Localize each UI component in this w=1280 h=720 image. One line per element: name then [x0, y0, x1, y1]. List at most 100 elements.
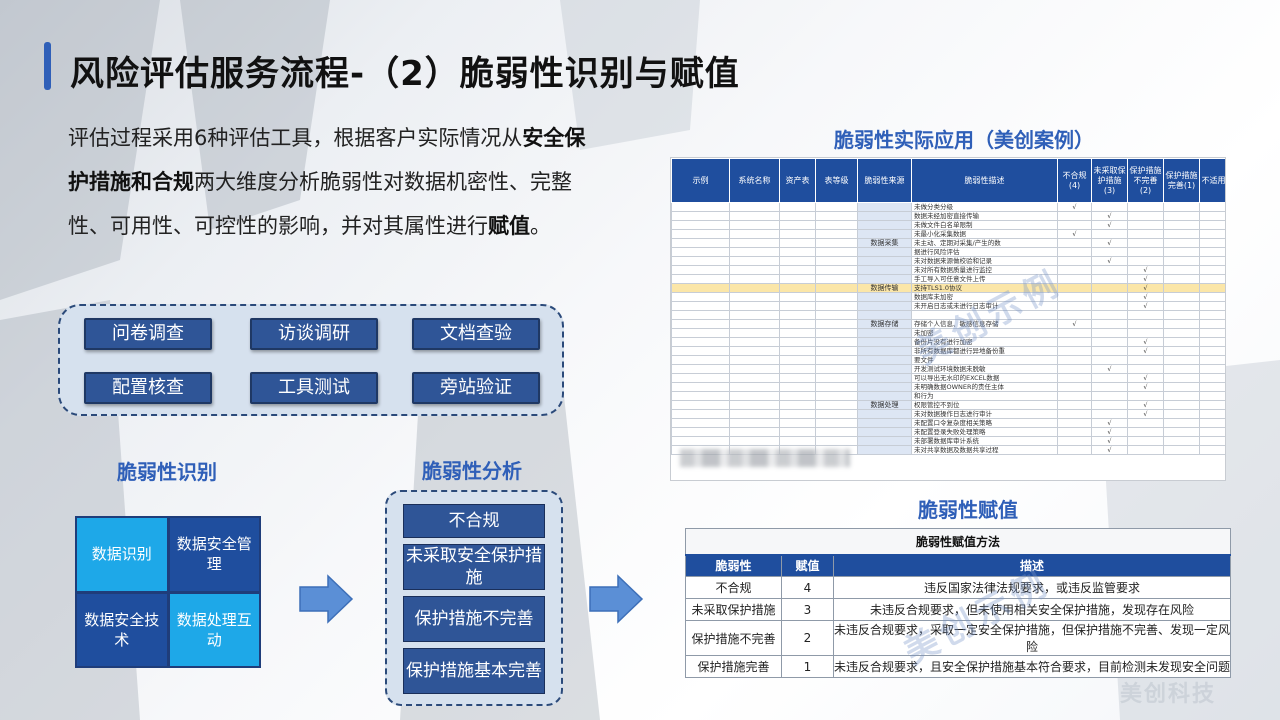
case-desc-cell: 未最小化采集数据 — [911, 229, 1058, 239]
table-row: 未对所有数据质量进行监控√ — [671, 265, 1225, 275]
case-source-cell: 数据处理 — [857, 399, 912, 410]
case-check-cell — [1163, 327, 1200, 338]
table-row: 未开启日志或未进行日志审计√ — [671, 301, 1225, 311]
case-blank-cell — [671, 399, 730, 410]
case-blank-cell — [671, 265, 730, 275]
case-check-cell — [1091, 408, 1128, 419]
case-blank-cell — [815, 274, 858, 284]
case-blank-cell — [671, 435, 730, 446]
case-blank-cell — [729, 265, 780, 275]
case-check-cell — [1163, 444, 1200, 455]
case-desc-cell: 未配置登录失败处理策略 — [911, 426, 1058, 437]
case-table-header: 脆弱性来源 — [857, 158, 912, 203]
case-check-cell: √ — [1057, 202, 1092, 212]
case-blank-cell — [815, 363, 858, 374]
case-blank-cell — [729, 220, 780, 230]
case-check-cell — [1057, 327, 1092, 338]
case-blank-cell — [729, 327, 780, 338]
case-check-cell — [1163, 318, 1200, 329]
case-check-cell — [1199, 238, 1225, 248]
case-check-cell — [1057, 444, 1092, 455]
case-desc-cell: 未主动、定期对采集/产生的数 — [911, 238, 1058, 248]
case-check-cell: √ — [1127, 381, 1164, 392]
case-blank-cell — [729, 247, 780, 257]
case-check-cell — [1127, 354, 1164, 365]
case-check-cell — [1163, 301, 1200, 311]
case-check-cell — [1163, 372, 1200, 383]
case-blank-cell — [815, 372, 858, 383]
case-check-cell: √ — [1091, 444, 1128, 455]
intro-text-3: 。 — [530, 214, 551, 238]
case-check-cell: √ — [1057, 229, 1092, 239]
case-check-cell: √ — [1127, 345, 1164, 356]
case-check-cell — [1091, 202, 1128, 212]
valuation-cell: 未违反合规要求，但未使用相关安全保护措施，发现存在风险 — [833, 598, 1231, 621]
table-row: 数据采集未主动、定期对采集/产生的数√ — [671, 238, 1225, 248]
case-blank-cell — [815, 336, 858, 347]
case-source-cell — [857, 390, 912, 401]
case-check-cell: √ — [1091, 426, 1128, 437]
case-blank-cell — [815, 381, 858, 392]
case-check-cell — [1091, 381, 1128, 392]
case-blank-cell — [779, 310, 816, 320]
case-blank-cell — [671, 426, 730, 437]
intro-text-1: 评估过程采用6种评估工具，根据客户实际情况从 — [68, 126, 523, 150]
valuation-cell: 保护措施完善 — [685, 655, 782, 678]
case-blank-cell — [729, 202, 780, 212]
case-blank-cell — [779, 318, 816, 329]
case-check-cell — [1163, 310, 1200, 320]
case-check-cell — [1091, 390, 1128, 401]
case-check-cell — [1091, 247, 1128, 257]
case-blank-cell — [671, 345, 730, 356]
case-check-cell: √ — [1127, 301, 1164, 311]
identification-grid: 数据识别 数据安全管理 数据安全技术 数据处理互动 — [75, 516, 261, 668]
case-blank-cell — [779, 345, 816, 356]
case-blank-cell — [729, 301, 780, 311]
case-blank-cell — [779, 426, 816, 437]
case-blank-cell — [729, 274, 780, 284]
case-blank-cell — [779, 238, 816, 248]
valuation-label: 脆弱性赋值 — [918, 498, 1018, 522]
case-check-cell — [1057, 265, 1092, 275]
valuation-header: 赋值 — [781, 554, 834, 577]
tool-interview: 访谈调研 — [250, 318, 378, 350]
case-check-cell — [1057, 426, 1092, 437]
case-check-cell — [1057, 220, 1092, 230]
case-check-cell — [1127, 202, 1164, 212]
table-row: 未明确数据OWNER的责任主体√ — [671, 381, 1225, 392]
case-check-cell — [1199, 202, 1225, 212]
case-check-cell — [1057, 417, 1092, 428]
arrow-right-icon — [299, 574, 354, 624]
case-source-cell — [857, 345, 912, 356]
case-blank-cell — [671, 238, 730, 248]
table-row: 数据未经加密直接传输√ — [671, 211, 1225, 221]
valuation-header: 脆弱性 — [685, 554, 782, 577]
case-check-cell — [1057, 345, 1092, 356]
case-table-header: 脆弱性描述 — [911, 158, 1058, 203]
case-blank-cell — [729, 417, 780, 428]
intro-text-2: 两大维度分析脆弱性对数据机密性、完整性、可用性、可控性的影响，并对其属性进行 — [68, 170, 572, 238]
case-check-cell — [1163, 247, 1200, 257]
case-check-cell — [1199, 399, 1225, 410]
case-check-cell: √ — [1127, 292, 1164, 302]
case-blank-cell — [815, 256, 858, 266]
table-row: 开发测试环境数据未脱敏√ — [671, 363, 1225, 374]
case-blank-cell — [815, 292, 858, 302]
case-check-cell — [1057, 256, 1092, 266]
case-check-cell — [1163, 256, 1200, 266]
case-check-cell — [1057, 336, 1092, 347]
case-blank-cell — [815, 435, 858, 446]
case-table-header: 保护措施完善(1) — [1163, 158, 1200, 203]
case-blank-cell — [779, 256, 816, 266]
case-blank-cell — [779, 327, 816, 338]
case-source-cell — [857, 247, 912, 257]
case-source-cell — [857, 336, 912, 347]
case-blank-cell — [729, 336, 780, 347]
case-blank-cell — [671, 417, 730, 428]
case-blank-cell — [729, 310, 780, 320]
table-row: 未加密 — [671, 327, 1225, 338]
case-source-cell — [857, 372, 912, 383]
case-source-cell — [857, 265, 912, 275]
case-check-cell — [1163, 435, 1200, 446]
analysis-item: 保护措施基本完善 — [403, 648, 545, 694]
